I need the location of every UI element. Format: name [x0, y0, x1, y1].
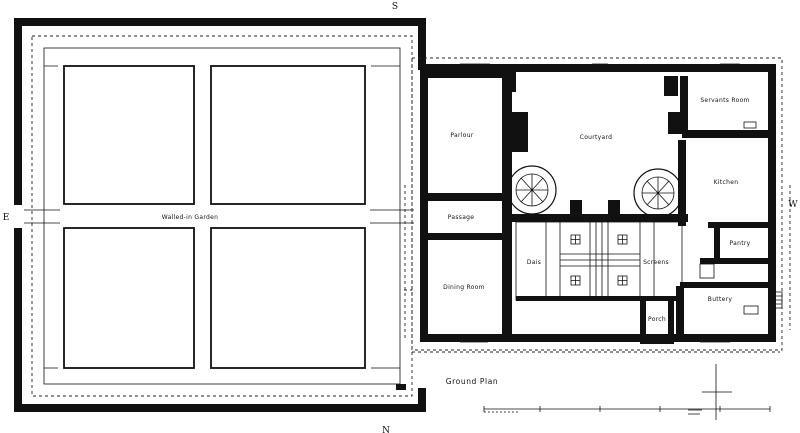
pantry-label: Pantry	[730, 240, 751, 247]
house-plan	[404, 57, 791, 353]
garden-enclosure	[14, 18, 426, 412]
passage-label: Passage	[448, 214, 475, 221]
buttery-label: Buttery	[708, 296, 733, 303]
walled-garden-label: Walled-in Garden	[162, 214, 218, 221]
servants-room-label: Servants Room	[700, 97, 749, 104]
courtyard-label: Courtyard	[580, 134, 613, 141]
porch-label: Porch	[648, 316, 666, 323]
dais-label: Dais	[527, 259, 541, 266]
compass-west-label: W	[788, 200, 798, 210]
scale-bar	[483, 406, 771, 413]
compass-cross	[688, 364, 732, 420]
screens-label: Screens	[643, 259, 669, 266]
garden-bed-se	[210, 227, 366, 369]
dining-room-label: Dining Room	[443, 284, 485, 291]
compass-south-label: S	[392, 2, 398, 12]
servants-room-label-text: Servants Room	[700, 97, 749, 104]
garden-bed-nw	[63, 65, 195, 205]
compass-north-label: N	[382, 426, 390, 433]
parlour-label: Parlour	[450, 132, 473, 139]
plan-title: Ground Plan	[446, 377, 499, 386]
hall-tiled-floor	[560, 222, 640, 300]
garden-bed-ne	[210, 65, 366, 205]
garden-bed-sw	[63, 227, 195, 369]
kitchen-label: Kitchen	[714, 179, 739, 186]
compass-east-label: E	[3, 213, 10, 223]
